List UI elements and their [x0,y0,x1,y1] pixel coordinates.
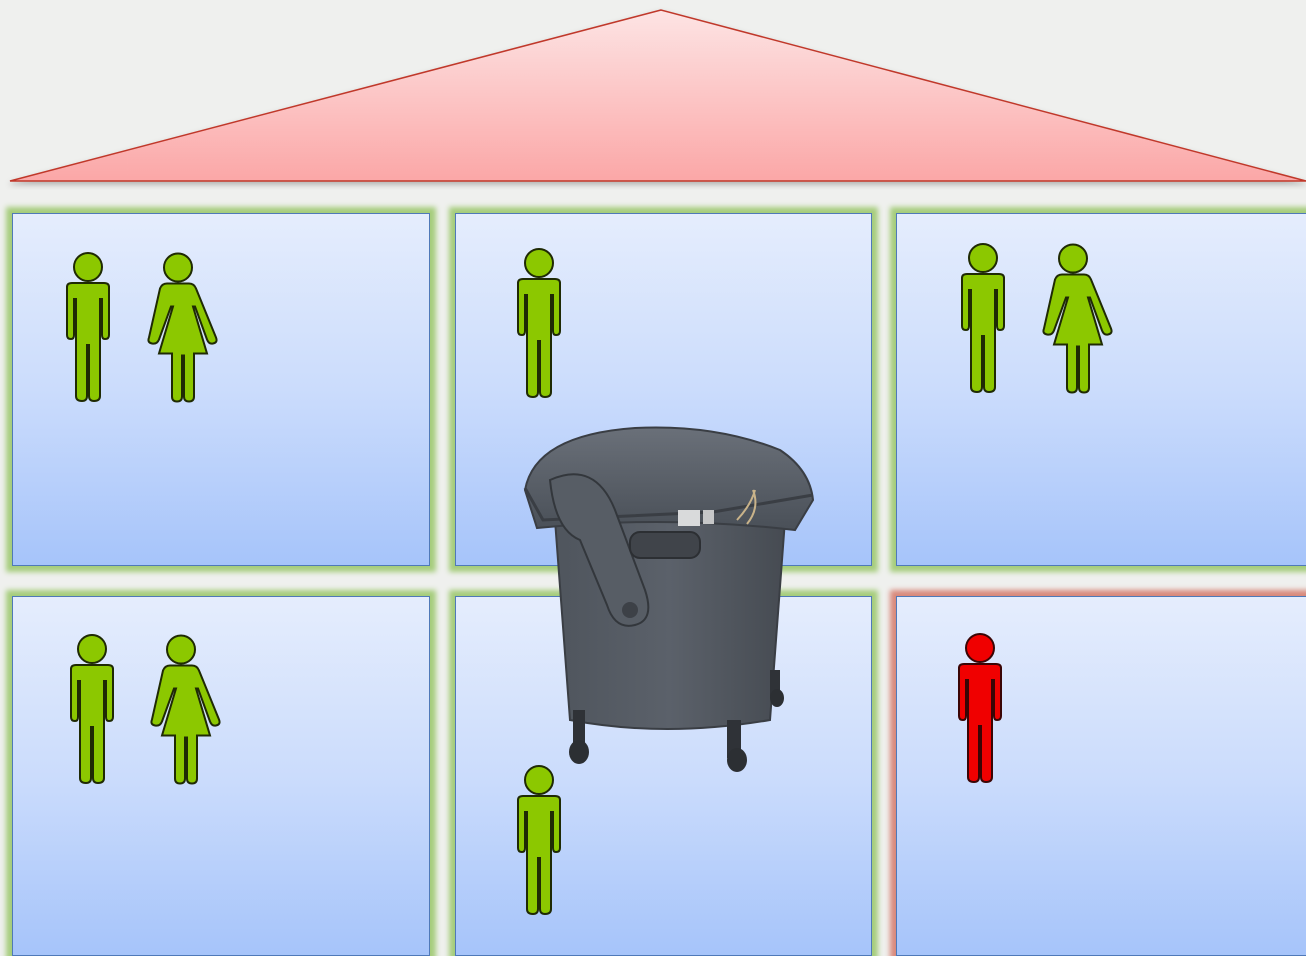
woman-icon [140,631,222,786]
man-icon [953,240,1013,394]
woman-icon [1032,240,1114,395]
man-icon [62,631,122,785]
man-icon-problem [950,630,1010,784]
man-icon [58,249,118,403]
man-icon [509,245,569,399]
woman-icon [137,249,219,404]
house-roof [0,0,1306,190]
man-icon [509,762,569,916]
waste-container-icon [515,420,820,775]
